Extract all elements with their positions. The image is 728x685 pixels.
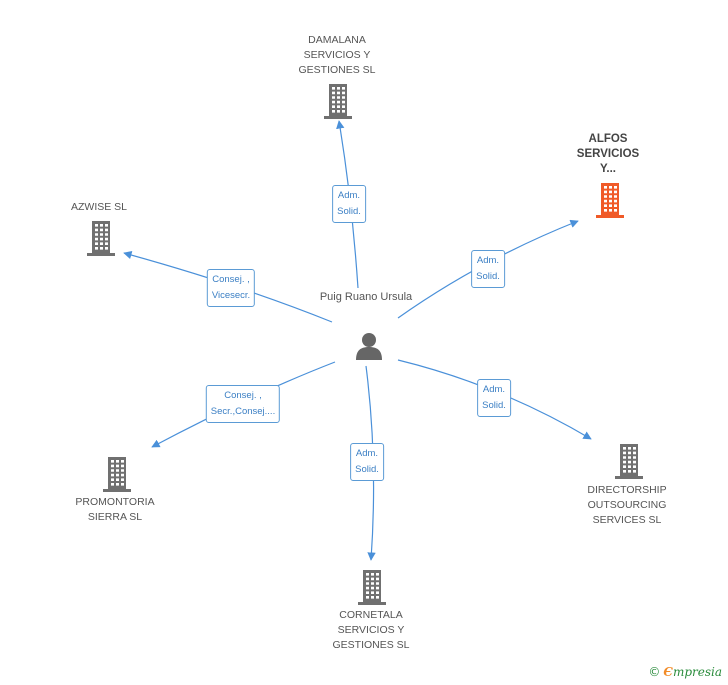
edge-role-azwise[interactable]: Consej. , Vicesecr. bbox=[206, 269, 256, 307]
brand-logo-text: mpresia bbox=[672, 665, 722, 679]
node-label-line: SERVICIOS Y bbox=[303, 49, 371, 61]
node-label-line: SERVICIOS bbox=[576, 148, 640, 160]
node-label-line: Y... bbox=[600, 163, 616, 175]
edge-role-directorship[interactable]: Adm. Solid. bbox=[477, 379, 511, 417]
building-icon[interactable] bbox=[613, 443, 645, 479]
building-icon[interactable] bbox=[356, 569, 388, 605]
node-label: PROMONTORIA SIERRA SL bbox=[75, 495, 154, 525]
node-label: CORNETALA SERVICIOS Y GESTIONES SL bbox=[332, 608, 409, 653]
node-label-line: CORNETALA bbox=[339, 609, 403, 621]
node-label-line: SIERRA SL bbox=[87, 511, 143, 523]
node-label-line: ALFOS bbox=[588, 133, 628, 145]
edge-role-cornetala[interactable]: Adm. Solid. bbox=[350, 443, 384, 481]
node-label-line: DAMALANA bbox=[308, 34, 366, 46]
building-icon[interactable] bbox=[322, 83, 354, 119]
node-label-line: GESTIONES SL bbox=[298, 64, 376, 76]
node-label-line: SERVICES SL bbox=[592, 514, 662, 526]
edge-role-line: Solid. bbox=[337, 206, 361, 217]
node-label-line: PROMONTORIA bbox=[75, 496, 155, 508]
node-label: ALFOS SERVICIOS Y... bbox=[577, 132, 639, 177]
node-label-line: OUTSOURCING bbox=[587, 499, 667, 511]
edge-role-line: Consej. , bbox=[212, 274, 250, 285]
edge-role-alfos[interactable]: Adm. Solid. bbox=[471, 250, 505, 288]
edge-role-line: Vicesecr. bbox=[211, 290, 251, 301]
copyright-symbol: © bbox=[648, 665, 661, 679]
building-icon[interactable] bbox=[101, 456, 133, 492]
empresia-watermark: ©Єmpresia bbox=[648, 665, 722, 679]
building-icon[interactable] bbox=[594, 182, 626, 218]
node-label-line: SERVICIOS Y bbox=[337, 624, 405, 636]
center-person-name: Puig Ruano Ursula bbox=[320, 290, 412, 305]
node-label: DAMALANA SERVICIOS Y GESTIONES SL bbox=[298, 33, 375, 78]
edge-role-line: Adm. bbox=[482, 384, 506, 395]
brand-logo-letter: Є bbox=[663, 665, 673, 679]
edge-role-promontoria[interactable]: Consej. , Secr.,Consej.... bbox=[205, 385, 281, 423]
edge-role-line: Adm. bbox=[476, 255, 500, 266]
center-name-line-2: Ursula bbox=[380, 291, 413, 303]
edge-role-line: Secr.,Consej.... bbox=[210, 406, 276, 417]
edge-role-line: Consej. , bbox=[224, 390, 262, 401]
edge-role-damalana[interactable]: Adm. Solid. bbox=[332, 185, 366, 223]
edge-role-line: Solid. bbox=[355, 464, 379, 475]
center-name-line-1: Puig Ruano bbox=[319, 291, 378, 303]
node-label: AZWISE SL bbox=[71, 200, 127, 215]
edge-role-line: Adm. bbox=[337, 190, 361, 201]
node-label-line: GESTIONES SL bbox=[332, 639, 410, 651]
edge-role-line: Solid. bbox=[476, 271, 500, 282]
node-label-line: DIRECTORSHIP bbox=[587, 484, 667, 496]
edge-role-line: Solid. bbox=[482, 400, 506, 411]
building-icon[interactable] bbox=[85, 220, 117, 256]
person-icon[interactable] bbox=[354, 331, 384, 361]
edge-role-line: Adm. bbox=[355, 448, 379, 459]
node-label-line: AZWISE SL bbox=[70, 201, 128, 213]
node-label: DIRECTORSHIP OUTSOURCING SERVICES SL bbox=[587, 483, 666, 528]
